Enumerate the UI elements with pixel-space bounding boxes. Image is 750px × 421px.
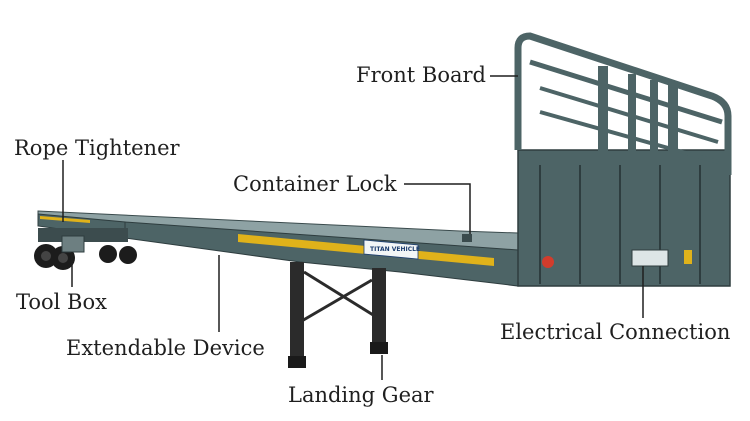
rope-tightener-label: Rope Tightener bbox=[14, 136, 180, 160]
container-lock-label: Container Lock bbox=[233, 172, 397, 196]
reflective-stripe-rear bbox=[40, 216, 90, 223]
tool-box-label: Tool Box bbox=[16, 290, 107, 314]
tool-box bbox=[61, 235, 85, 253]
brand-plate-text: TITAN VEHICLE bbox=[370, 246, 420, 253]
leader-container-lock bbox=[404, 183, 471, 234]
landing-gear-label: Landing Gear bbox=[288, 383, 434, 407]
landing-gear bbox=[288, 262, 388, 368]
leader-lines bbox=[62, 75, 644, 380]
front-board bbox=[514, 32, 732, 287]
front-board-label: Front Board bbox=[356, 63, 486, 87]
brand-plate: TITAN VEHICLE bbox=[363, 239, 420, 260]
extendable-device-label: Extendable Device bbox=[66, 336, 265, 360]
rear-axles bbox=[34, 228, 137, 270]
electrical-connection-label: Electrical Connection bbox=[500, 320, 731, 344]
container-lock bbox=[462, 234, 472, 242]
